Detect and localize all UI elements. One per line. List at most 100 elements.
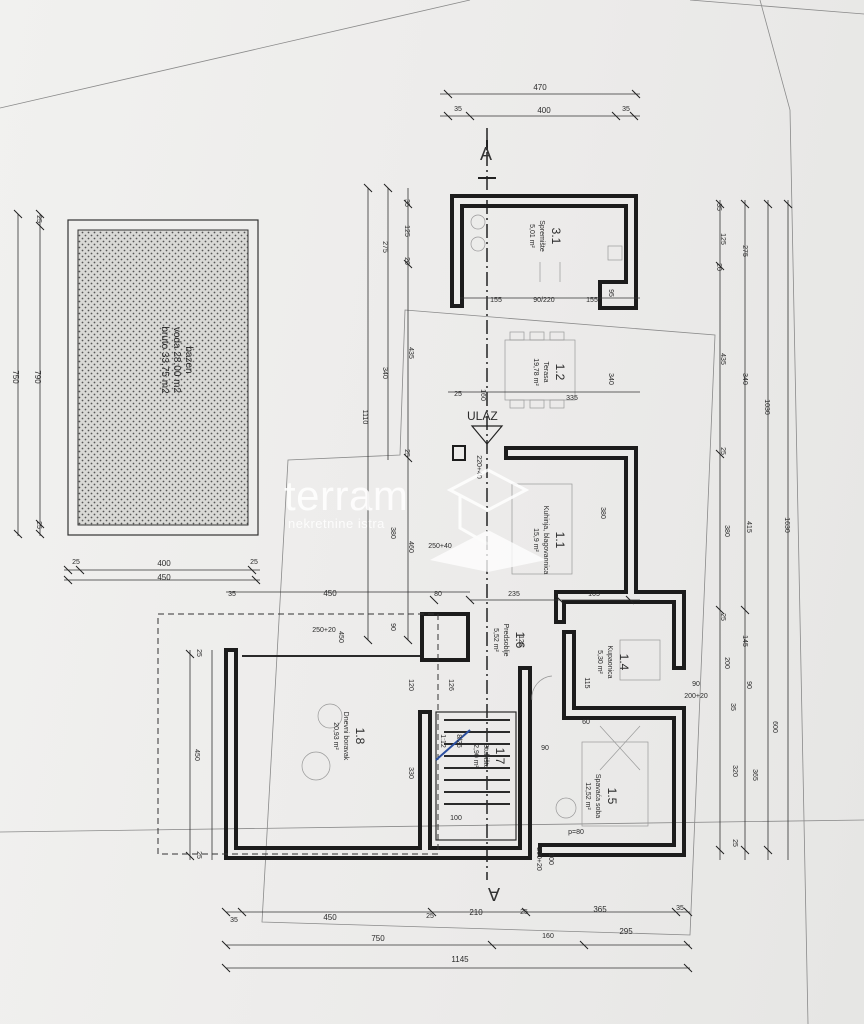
svg-text:235: 235 xyxy=(508,591,520,598)
svg-text:90: 90 xyxy=(692,681,700,688)
staircase xyxy=(435,711,517,841)
pool-border xyxy=(67,219,259,536)
svg-text:145: 145 xyxy=(741,635,748,647)
plot-boundary-line xyxy=(759,0,809,1024)
svg-text:35: 35 xyxy=(622,106,630,113)
plot-boundary-line xyxy=(689,0,864,15)
svg-text:35: 35 xyxy=(454,106,462,113)
svg-text:435: 435 xyxy=(407,347,414,359)
svg-text:155: 155 xyxy=(490,297,502,304)
svg-text:25: 25 xyxy=(719,613,726,621)
svg-text:165: 165 xyxy=(588,591,600,598)
room-area-1-8: 20,93 m² xyxy=(332,722,339,750)
svg-text:790: 790 xyxy=(33,370,42,384)
svg-text:210: 210 xyxy=(469,908,483,917)
svg-text:115: 115 xyxy=(583,677,590,688)
svg-text:340: 340 xyxy=(381,367,388,379)
svg-text:450: 450 xyxy=(337,631,344,643)
svg-text:365: 365 xyxy=(751,769,758,781)
svg-text:35: 35 xyxy=(228,591,236,598)
room-name-1-4: Kupaonica xyxy=(606,645,613,678)
svg-text:200+20: 200+20 xyxy=(684,693,708,700)
svg-text:155: 155 xyxy=(586,297,598,304)
kitchen-walls xyxy=(504,446,686,670)
svg-text:1:12: 1:12 xyxy=(439,734,446,748)
svg-text:35: 35 xyxy=(729,703,736,711)
pool-title: bazen xyxy=(183,346,194,373)
room-area-1-2: 19,78 m² xyxy=(532,358,539,386)
svg-text:415: 415 xyxy=(745,521,752,533)
building-outline xyxy=(261,309,716,936)
svg-text:250+20: 250+20 xyxy=(312,627,336,634)
room-number-1-4: 1.4 xyxy=(617,654,631,671)
room-name-1-7: Stubište xyxy=(482,743,489,768)
pool-water xyxy=(77,229,249,526)
room-number-1-6: 1.6 xyxy=(513,632,527,649)
room-area-1-7: 2,90 m² xyxy=(472,744,479,768)
section-mark-top: A xyxy=(480,144,492,164)
svg-text:380: 380 xyxy=(389,527,396,539)
svg-text:90/220: 90/220 xyxy=(533,297,555,304)
svg-text:60: 60 xyxy=(582,719,590,726)
svg-text:330: 330 xyxy=(407,767,414,779)
svg-text:220+40: 220+40 xyxy=(475,455,482,479)
pool-water-area: voda 28,00 m2 xyxy=(171,327,182,394)
dimension-lines xyxy=(13,89,793,973)
svg-text:100: 100 xyxy=(547,853,554,865)
svg-text:380: 380 xyxy=(599,507,606,519)
pool-gross-area: bruto 33,75 m2 xyxy=(159,326,170,394)
bedroom-walls xyxy=(538,630,686,857)
svg-text:600: 600 xyxy=(771,721,778,733)
svg-text:340: 340 xyxy=(607,373,614,385)
room-area-1-1: 15,9 m² xyxy=(532,528,539,552)
room-name-1-1: Kuhinja, blagovaonica xyxy=(542,506,549,575)
svg-text:25: 25 xyxy=(719,447,726,455)
room-area-3-1: 5,01 m² xyxy=(528,224,535,248)
svg-text:1030: 1030 xyxy=(763,399,770,415)
svg-text:1110: 1110 xyxy=(361,410,368,425)
svg-text:8/26: 8/26 xyxy=(455,734,462,748)
svg-text:400: 400 xyxy=(157,559,171,568)
svg-text:450: 450 xyxy=(323,913,337,922)
entrance-label: ULAZ xyxy=(467,409,498,423)
room-number-1-7: 1.7 xyxy=(493,748,507,765)
svg-text:295: 295 xyxy=(619,927,633,936)
svg-text:470: 470 xyxy=(533,83,547,92)
svg-text:90: 90 xyxy=(541,745,549,752)
svg-text:400: 400 xyxy=(537,106,551,115)
svg-text:25: 25 xyxy=(35,521,42,529)
terrace-furniture xyxy=(504,331,576,409)
svg-text:25: 25 xyxy=(35,215,42,223)
svg-text:365: 365 xyxy=(593,905,607,914)
svg-text:1630: 1630 xyxy=(783,517,790,533)
svg-text:460: 460 xyxy=(407,541,414,553)
living-walls xyxy=(224,648,532,860)
svg-text:20: 20 xyxy=(403,257,410,265)
svg-text:25: 25 xyxy=(250,559,258,566)
svg-text:25: 25 xyxy=(454,391,462,398)
svg-text:275: 275 xyxy=(381,241,388,253)
svg-text:90: 90 xyxy=(745,681,752,689)
svg-text:25: 25 xyxy=(731,839,738,847)
svg-text:125: 125 xyxy=(517,635,524,647)
room-name-1-5: Spavaća soba xyxy=(594,774,601,818)
svg-text:35: 35 xyxy=(676,905,684,912)
svg-text:100: 100 xyxy=(450,815,462,822)
svg-text:35: 35 xyxy=(715,203,722,211)
room-number-1-5: 1.5 xyxy=(605,788,619,805)
section-mark-bottom: A xyxy=(488,884,500,904)
svg-text:275: 275 xyxy=(741,245,748,257)
svg-text:380: 380 xyxy=(723,525,730,537)
svg-text:450: 450 xyxy=(193,749,200,761)
room-number-3-1: 3.1 xyxy=(549,228,563,245)
room-area-1-5: 12,52 m² xyxy=(584,782,591,810)
svg-text:25: 25 xyxy=(72,559,80,566)
svg-text:450: 450 xyxy=(157,573,171,582)
svg-text:90: 90 xyxy=(389,623,396,631)
pergola-outline xyxy=(157,613,439,855)
storage-walls xyxy=(450,194,638,310)
svg-text:1145: 1145 xyxy=(451,955,469,964)
room-number-1-2: 1.2 xyxy=(553,364,567,381)
svg-text:25: 25 xyxy=(426,913,434,920)
